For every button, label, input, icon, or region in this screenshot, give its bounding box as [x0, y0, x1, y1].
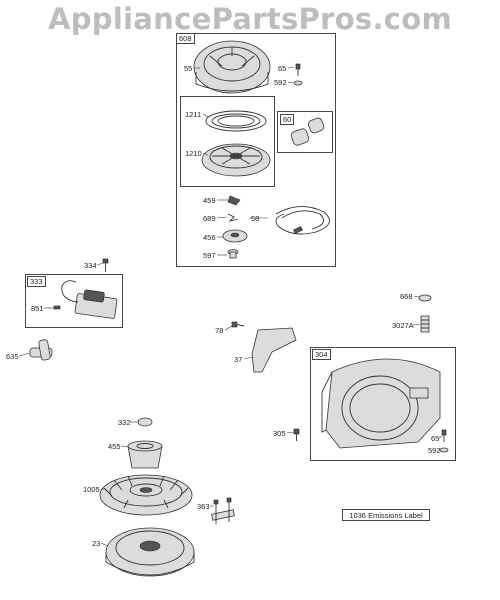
watermark: AppliancePartsPros.com — [47, 2, 453, 36]
emissions-label-box: 1036 Emissions Label — [342, 509, 430, 521]
spark-plug-boot-drawing — [29, 339, 53, 361]
rewind-spring-drawing — [205, 110, 267, 132]
starter-handle-drawing — [290, 117, 325, 146]
retainer-456-drawing — [222, 229, 248, 243]
bracket-363-drawing — [211, 497, 235, 524]
part-label-305: 305 — [273, 429, 286, 438]
group-tag-60: 60 — [280, 114, 295, 125]
nut-3027A-drawing — [420, 315, 430, 333]
pulley-drawing — [201, 143, 271, 177]
armature-drawing — [53, 280, 118, 319]
part-label-592-lower: 592 — [428, 446, 441, 455]
group-box-304 — [310, 347, 456, 461]
blower-housing-drawing — [321, 358, 441, 449]
group-box-60 — [277, 111, 333, 153]
part-label-459: 459 — [203, 196, 216, 205]
part-label-592: 592 — [274, 78, 287, 87]
screw-65-lower-drawing — [439, 429, 449, 453]
part-label-78: 78 — [215, 326, 224, 335]
part-label-58: 58 — [251, 214, 260, 223]
part-label-635: 635 — [6, 352, 19, 361]
part-label-37: 37 — [234, 355, 243, 364]
part-label-334: 334 — [84, 261, 97, 270]
starter-cup-drawing — [127, 440, 163, 469]
flywheel-nut-drawing — [137, 417, 153, 427]
rewind-housing-drawing — [193, 40, 271, 94]
part-label-1210: 1210 — [185, 149, 202, 158]
group-box-608 — [176, 33, 336, 267]
group-tag-333: 333 — [27, 276, 46, 287]
part-label-689: 689 — [203, 214, 216, 223]
screw-334-drawing — [102, 258, 109, 272]
subgroup-box-springs — [180, 96, 275, 187]
part-label-332: 332 — [118, 418, 131, 427]
washer-668-drawing — [418, 294, 432, 302]
pawl-drawing — [227, 195, 241, 206]
part-label-65-lower: 65 — [431, 434, 440, 443]
screw-305-drawing — [293, 428, 300, 441]
part-label-456: 456 — [203, 233, 216, 242]
air-guide-drawing — [251, 327, 297, 373]
screw-78-drawing — [231, 321, 245, 328]
part-label-3027A: 3027A — [392, 321, 414, 330]
fan-drawing — [99, 474, 193, 516]
part-label-597: 597 — [203, 251, 216, 260]
part-label-1211: 1211 — [185, 110, 202, 119]
part-label-55: 55 — [184, 64, 193, 73]
group-tag-608: 608 — [176, 33, 195, 44]
part-label-1005: 1005 — [83, 485, 100, 494]
flywheel-drawing — [105, 527, 195, 577]
group-box-333 — [25, 274, 123, 328]
part-label-23: 23 — [92, 539, 101, 548]
screw-65-drawing — [293, 63, 303, 86]
starter-rope-drawing — [275, 206, 330, 235]
part-label-65: 65 — [278, 64, 287, 73]
part-label-363: 363 — [197, 502, 210, 511]
group-tag-304: 304 — [312, 349, 331, 360]
part-label-668: 668 — [400, 292, 413, 301]
part-label-851: 851 — [31, 304, 44, 313]
spring-689-drawing — [227, 213, 239, 222]
part-label-455: 455 — [108, 442, 121, 451]
screw-597-drawing — [227, 249, 239, 259]
